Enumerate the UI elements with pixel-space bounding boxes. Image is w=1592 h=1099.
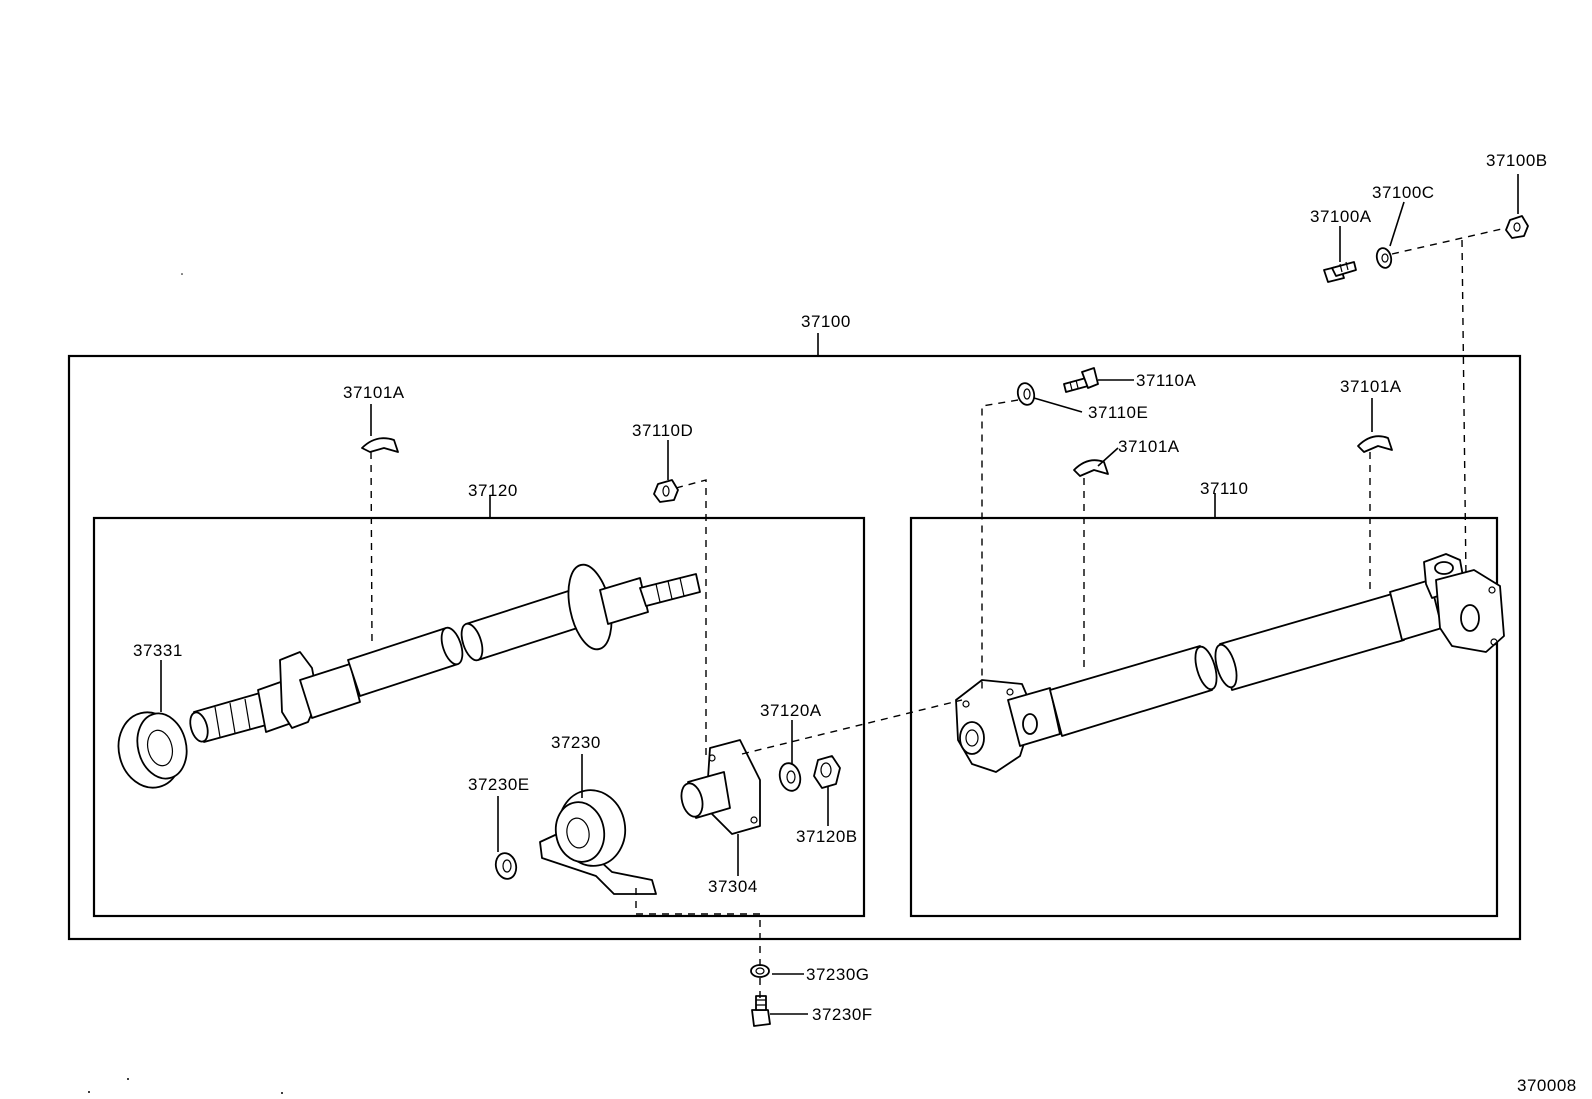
part-37100a-bolt [1323, 261, 1357, 283]
label-37230: 37230 [551, 733, 601, 752]
label-37120b: 37120B [796, 827, 858, 846]
label-37230g: 37230G [806, 965, 870, 984]
part-37100c-washer [1375, 247, 1393, 269]
label-37120a: 37120A [760, 701, 822, 720]
label-37100: 37100 [801, 312, 851, 331]
label-37110a: 37110A [1136, 371, 1197, 390]
part-37110e-washer [1016, 382, 1036, 406]
label-37100b: 37100B [1486, 151, 1548, 170]
label-37110d: 37110D [632, 421, 693, 440]
part-37230f-bolt [751, 995, 771, 1027]
part-37101a-weight-left [361, 437, 399, 453]
label-37230f: 37230F [812, 1005, 873, 1024]
label-37100a: 37100A [1310, 207, 1372, 226]
label-37120: 37120 [468, 481, 518, 500]
diagram-code: 370008 [1517, 1076, 1577, 1095]
label-37110e: 37110E [1088, 403, 1148, 422]
label-37331: 37331 [133, 641, 183, 660]
label-37110: 37110 [1200, 479, 1249, 498]
part-37230e-washer [494, 852, 518, 880]
part-37120b-nut [813, 755, 841, 789]
part-37304-flange [680, 739, 761, 835]
rear-propeller-shaft [955, 553, 1505, 773]
label-37304: 37304 [708, 877, 758, 896]
assembly-box-37110 [909, 516, 1499, 918]
assembly-box-37120 [92, 516, 866, 918]
label-37101a-mid: 37101A [1118, 437, 1180, 456]
label-37100c: 37100C [1372, 183, 1435, 202]
part-37101a-weight-right [1357, 435, 1393, 453]
label-37101a-left: 37101A [343, 383, 405, 402]
label-37101a-right: 37101A [1340, 377, 1402, 396]
front-propeller-shaft [189, 563, 701, 743]
part-37100b-nut [1505, 215, 1529, 239]
part-37230-center-bearing [539, 789, 657, 895]
part-37110a-bolt [1063, 367, 1099, 393]
part-37331-ring [117, 711, 188, 789]
part-37120a-washer [778, 762, 802, 792]
label-37230e: 37230E [468, 775, 530, 794]
part-37110d-nut [653, 479, 679, 503]
assembly-box-37100 [67, 354, 1522, 941]
part-37230g-washer [750, 964, 770, 978]
